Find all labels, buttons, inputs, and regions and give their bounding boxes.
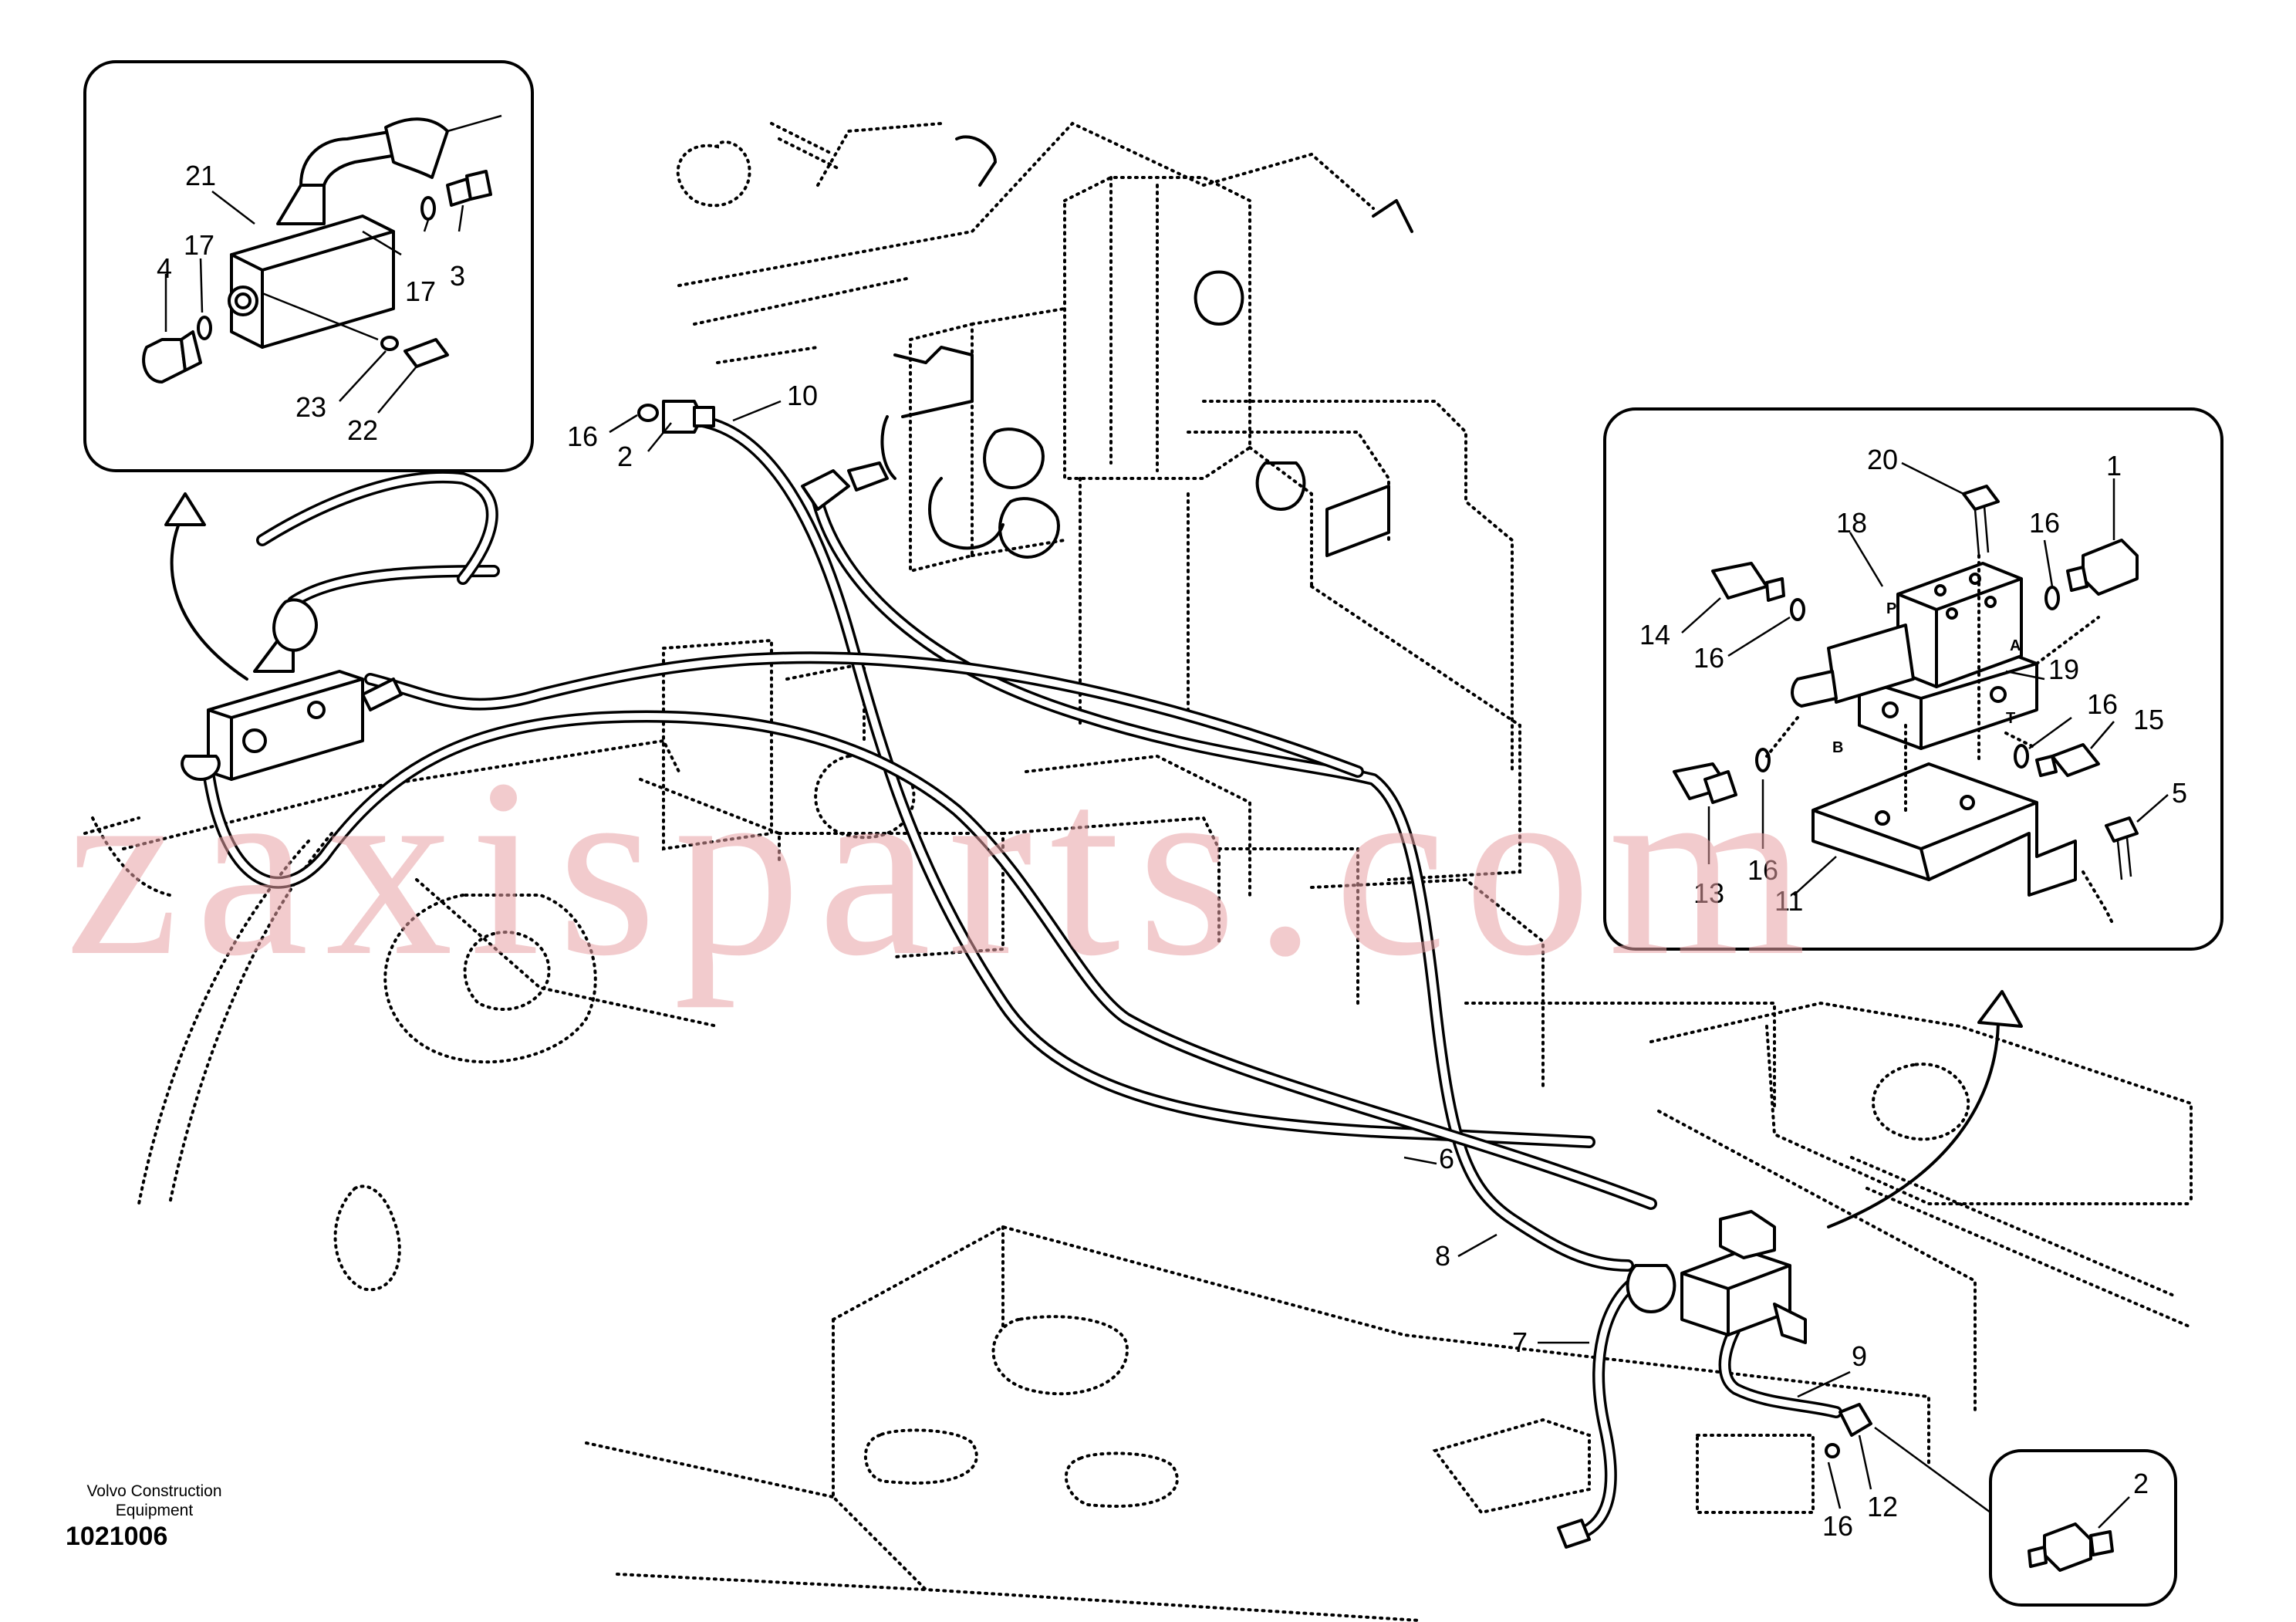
callout-21: 21 xyxy=(185,160,216,191)
callout-17-right: 17 xyxy=(405,275,436,307)
callout-14: 14 xyxy=(1639,619,1670,650)
callout-15: 15 xyxy=(2133,704,2164,735)
callout-16-lower: 16 xyxy=(1747,854,1778,886)
callout-16-left: 16 xyxy=(1693,642,1724,674)
callout-23: 23 xyxy=(295,391,326,423)
callout-6: 6 xyxy=(1439,1143,1454,1174)
direction-arrows xyxy=(164,492,2023,1228)
callout-16-bottom: 16 xyxy=(1822,1510,1853,1542)
callout-17-left: 17 xyxy=(184,229,214,261)
port-label-a: A xyxy=(2010,637,2021,654)
callout-7: 7 xyxy=(1512,1326,1528,1358)
arrow-up-right-icon xyxy=(1977,990,2023,1028)
callout-12: 12 xyxy=(1867,1491,1898,1522)
callout-20: 20 xyxy=(1867,444,1898,475)
inset-right xyxy=(1603,407,2223,951)
callout-2-top: 2 xyxy=(617,441,633,472)
callout-13: 13 xyxy=(1693,877,1724,909)
callout-10: 10 xyxy=(787,380,818,411)
callout-16-top: 16 xyxy=(567,421,598,452)
callout-9: 9 xyxy=(1852,1340,1867,1372)
watermark-text: zaxisparts.com xyxy=(66,727,1823,1009)
callout-16-upper: 16 xyxy=(2029,507,2060,539)
main-control-valve xyxy=(880,135,1413,559)
upper-fittings xyxy=(637,400,889,511)
lower-solenoid-valve xyxy=(1557,1210,1872,1549)
arrow-up-left-icon xyxy=(164,492,206,526)
main-callout-leaders xyxy=(609,400,1872,1509)
left-manifold-block xyxy=(181,598,403,781)
port-label-b: B xyxy=(1832,739,1843,756)
callout-16-right: 16 xyxy=(2087,688,2118,720)
callout-19: 19 xyxy=(2048,654,2079,685)
callout-3: 3 xyxy=(450,260,465,292)
port-label-t: T xyxy=(2006,710,2015,727)
hose-assemblies xyxy=(202,414,1842,1542)
publisher-caption: Volvo Construction Equipment xyxy=(86,1482,222,1519)
callout-11: 11 xyxy=(1774,885,1803,917)
callout-8: 8 xyxy=(1435,1240,1450,1272)
drawing-number: 1021006 xyxy=(66,1522,168,1551)
callout-5: 5 xyxy=(2172,777,2187,809)
port-label-p: P xyxy=(1886,600,1896,617)
machine-frame-outline xyxy=(83,121,2193,1622)
callout-18: 18 xyxy=(1836,507,1867,539)
inset-bottom-right xyxy=(1874,1426,2177,1607)
callout-labels: 16 2 10 6 8 7 9 16 12 21 17 4 17 3 23 22… xyxy=(157,160,2187,1542)
inset-top-left xyxy=(83,60,534,472)
callout-2-inset: 2 xyxy=(2133,1468,2149,1499)
callout-1: 1 xyxy=(2106,450,2122,482)
callout-4: 4 xyxy=(157,252,172,284)
callout-22: 22 xyxy=(347,414,378,446)
